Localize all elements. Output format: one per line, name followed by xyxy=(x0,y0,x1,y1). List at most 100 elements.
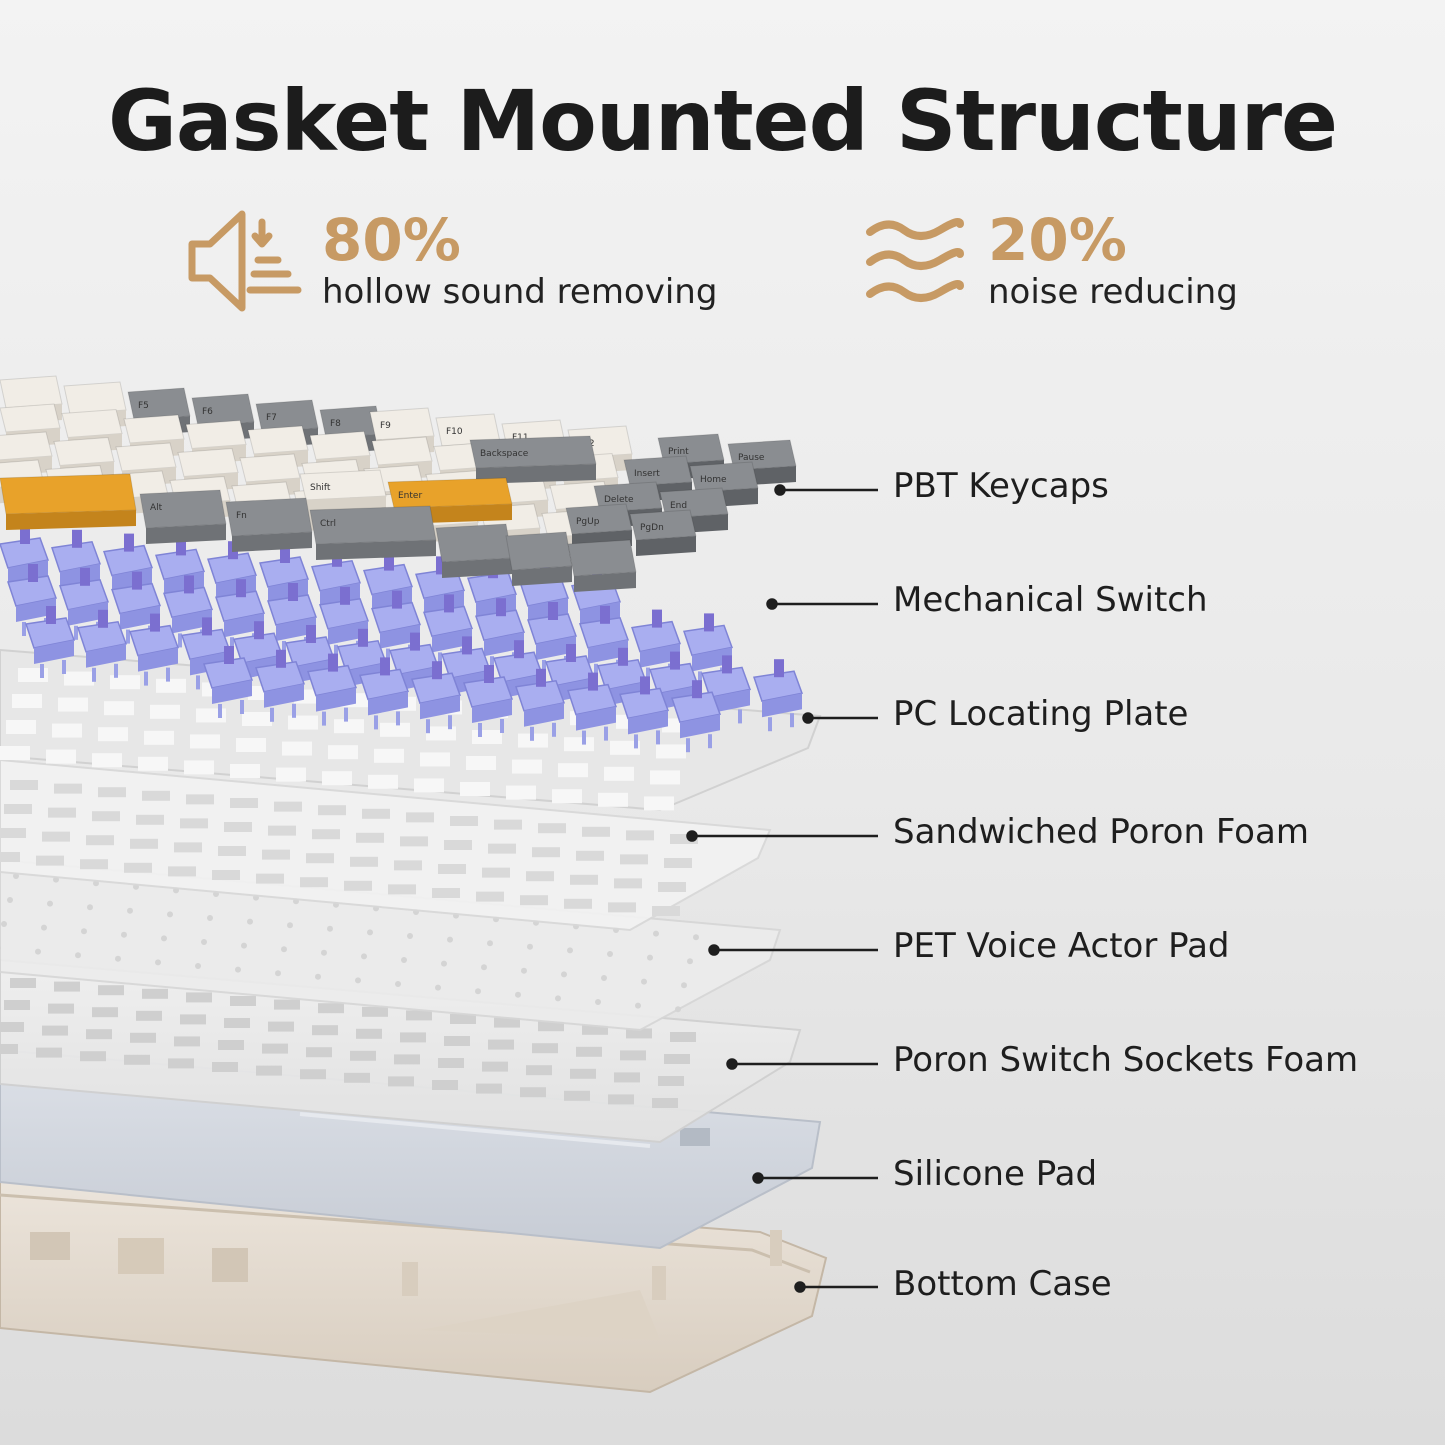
pet-dot xyxy=(435,984,441,991)
plate-hole xyxy=(650,770,680,785)
keycap-legend: PgUp xyxy=(576,517,600,527)
keycap xyxy=(0,473,137,530)
foam-hole xyxy=(576,850,604,861)
pet-dot xyxy=(447,936,453,943)
foam-hole xyxy=(130,838,158,849)
leader-dot xyxy=(794,1281,806,1293)
pet-dot xyxy=(81,928,87,935)
foam-hole xyxy=(48,807,76,818)
keycap-legend: F7 xyxy=(266,413,277,423)
socket-hole xyxy=(444,1036,470,1046)
socket-hole xyxy=(438,1058,464,1068)
pet-dot xyxy=(555,995,561,1002)
socket-hole xyxy=(186,992,212,1003)
socket-hole xyxy=(92,1007,118,1018)
sandwiched-poron-foam xyxy=(0,758,772,932)
plate-hole xyxy=(52,723,82,738)
pet-dot xyxy=(527,943,533,950)
sound-wave-icon xyxy=(866,218,964,302)
socket-hole xyxy=(658,1076,684,1086)
socket-hole xyxy=(36,1047,62,1058)
label-poron-switch-sockets-foam: Poron Switch Sockets Foam xyxy=(893,1040,1359,1080)
socket-hole xyxy=(300,1069,326,1080)
pet-dot xyxy=(281,946,287,953)
pet-dot xyxy=(207,915,213,921)
socket-hole xyxy=(48,1003,74,1014)
foam-hole xyxy=(80,859,108,870)
foam-hole xyxy=(664,858,692,868)
switch xyxy=(111,571,162,644)
foam-hole xyxy=(36,855,64,866)
switch xyxy=(515,668,566,741)
pet-dot xyxy=(235,966,241,973)
socket-hole xyxy=(538,1021,564,1032)
pet-dot xyxy=(127,907,133,914)
stat-noise-reducing: 20% noise reducing xyxy=(988,210,1238,312)
keycap-legend: Home xyxy=(700,475,727,485)
keycap-legend: End xyxy=(670,501,687,511)
socket-hole xyxy=(130,1032,156,1043)
socket-hole xyxy=(406,1010,432,1021)
foam-hole xyxy=(268,825,296,836)
foam-hole xyxy=(306,853,334,864)
foam-hole xyxy=(356,832,384,843)
socket-hole xyxy=(80,1051,106,1062)
foam-hole xyxy=(218,846,246,856)
foam-hole xyxy=(0,828,26,838)
socket-hole xyxy=(124,1054,150,1065)
foam-hole xyxy=(42,831,70,842)
switch xyxy=(463,665,514,737)
pbt-keycaps: F5F6F7F8F9F10F11F12BackspaceEnterShiftPr… xyxy=(0,375,797,592)
pet-dot xyxy=(595,999,601,1005)
keycap-legend: F10 xyxy=(446,427,463,437)
pet-dot xyxy=(607,951,613,957)
plate-hole xyxy=(46,749,76,764)
socket-hole xyxy=(318,1003,344,1014)
foam-hole xyxy=(262,849,290,860)
keycap-legend: Fn xyxy=(236,511,247,521)
pet-dot xyxy=(441,960,447,967)
pet-dot xyxy=(201,939,207,945)
foam-hole xyxy=(142,790,170,801)
foam-hole xyxy=(526,871,554,882)
socket-hole xyxy=(582,1024,608,1035)
plate-hole xyxy=(414,778,444,793)
foam-hole xyxy=(274,801,302,812)
leader-dot xyxy=(708,944,720,956)
switch xyxy=(619,676,670,749)
pet-dot xyxy=(315,973,321,980)
pet-dot xyxy=(1,921,7,927)
pet-dot xyxy=(481,964,487,971)
label-sandwiched-poron-foam: Sandwiched Poron Foam xyxy=(893,812,1309,852)
keycap-legend: F9 xyxy=(380,421,391,431)
leader-dot xyxy=(802,712,814,724)
keycap xyxy=(505,531,573,586)
switch xyxy=(671,680,722,753)
foam-hole xyxy=(344,880,372,891)
plate-hole xyxy=(12,694,42,708)
plate-hole xyxy=(656,744,686,759)
socket-hole xyxy=(4,1000,30,1010)
pet-dot xyxy=(653,930,659,937)
socket-hole xyxy=(494,1017,520,1028)
socket-hole xyxy=(230,996,256,1006)
switch xyxy=(129,613,180,686)
switch xyxy=(411,661,462,734)
plate-hole xyxy=(144,730,174,745)
plate-hole xyxy=(426,726,456,741)
pet-dot xyxy=(401,957,407,963)
stat-label: noise reducing xyxy=(988,272,1238,312)
plate-hole xyxy=(472,730,502,744)
plate-hole xyxy=(460,782,490,796)
plate-hole xyxy=(420,752,450,767)
switch xyxy=(701,655,752,728)
pet-dot xyxy=(567,947,573,954)
foam-hole xyxy=(92,811,120,822)
socket-hole xyxy=(174,1036,200,1047)
label-mechanical-switch: Mechanical Switch xyxy=(893,580,1208,620)
pet-dot xyxy=(561,971,567,978)
socket-hole xyxy=(614,1072,640,1083)
foam-hole xyxy=(186,794,214,805)
socket-hole xyxy=(262,1043,288,1054)
